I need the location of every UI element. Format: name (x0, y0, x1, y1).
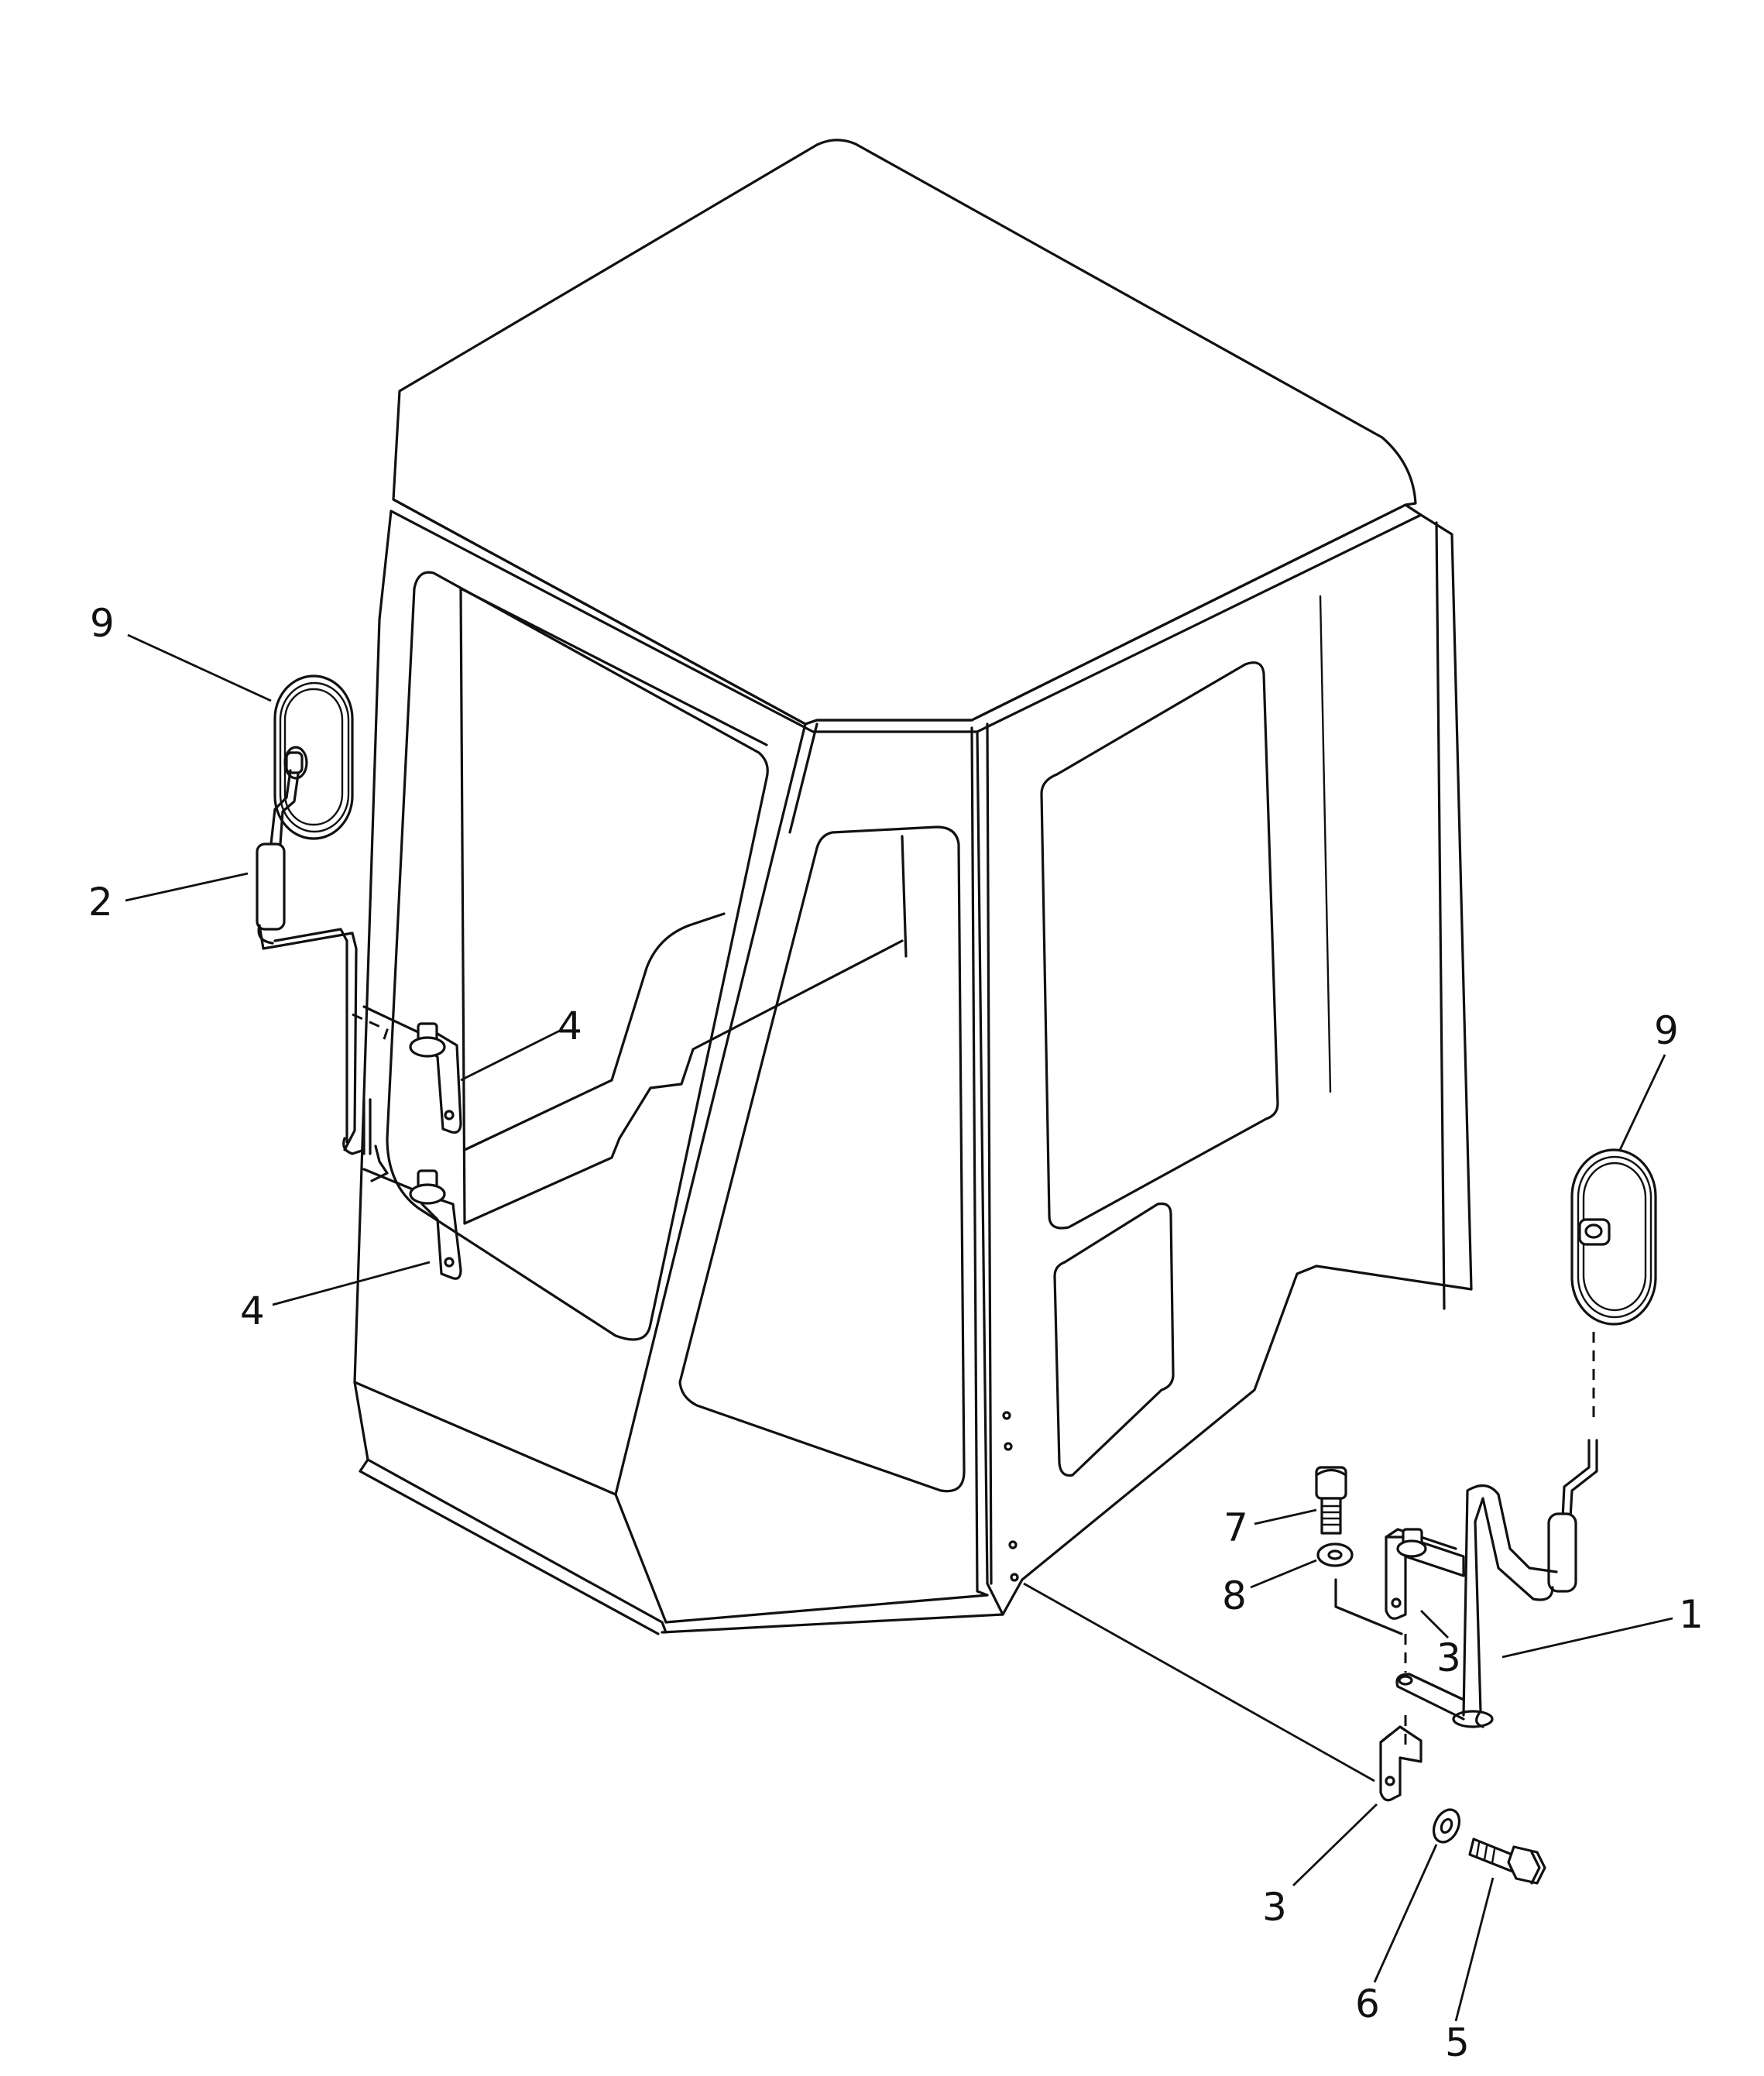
callout-9-left: 9 (90, 601, 115, 646)
cab-left-window (386, 571, 769, 1341)
cab-door-window (1040, 661, 1279, 1230)
callout-leaders (125, 633, 1673, 2022)
right-mirror-lower-bracket (1379, 1725, 1423, 1802)
callout-9-right: 9 (1654, 1008, 1679, 1053)
right-mirror-upper-bracket (1385, 1528, 1465, 1620)
cab-roof-rim (390, 498, 1423, 733)
callout-3-upper: 3 (1436, 1635, 1461, 1680)
left-mirror-head (273, 674, 354, 840)
callout-7: 7 (1223, 1505, 1248, 1550)
left-mirror-arm (256, 769, 358, 1151)
callout-labels: 9 2 4 4 9 7 8 3 1 3 6 5 (88, 601, 1704, 2065)
washer-item-8 (1316, 1542, 1354, 1567)
right-mirror-arm (1395, 1439, 1598, 1728)
callout-3-lower: 3 (1262, 1885, 1287, 1930)
callout-2: 2 (88, 880, 113, 925)
cab-right-wall (1001, 513, 1473, 1616)
callout-5: 5 (1445, 2020, 1470, 2065)
operator-cab (353, 139, 1473, 1635)
callout-4-upper: 4 (558, 1004, 582, 1048)
callout-1: 1 (1679, 1592, 1704, 1637)
right-mirror-assembly (1315, 1148, 1657, 1885)
bolt-item-5 (1468, 1838, 1546, 1885)
cab-front-left-pillar (614, 722, 807, 1624)
cab-windshield (678, 825, 966, 1493)
right-mirror-head (1570, 1148, 1657, 1326)
left-mirror-assembly (256, 674, 462, 1280)
cab-left-wall (353, 510, 668, 1634)
cab-door-lower-panel (1053, 1202, 1175, 1477)
cab-front-right-pillar (970, 726, 1004, 1616)
left-mirror-brackets (342, 1005, 462, 1280)
bolt-item-7 (1315, 1466, 1347, 1535)
callout-6: 6 (1355, 1982, 1380, 2026)
washer-item-6 (1432, 1808, 1461, 1844)
callout-8: 8 (1222, 1573, 1247, 1618)
cab-bottom-edge (359, 1458, 1004, 1635)
callout-4-lower: 4 (240, 1288, 265, 1333)
